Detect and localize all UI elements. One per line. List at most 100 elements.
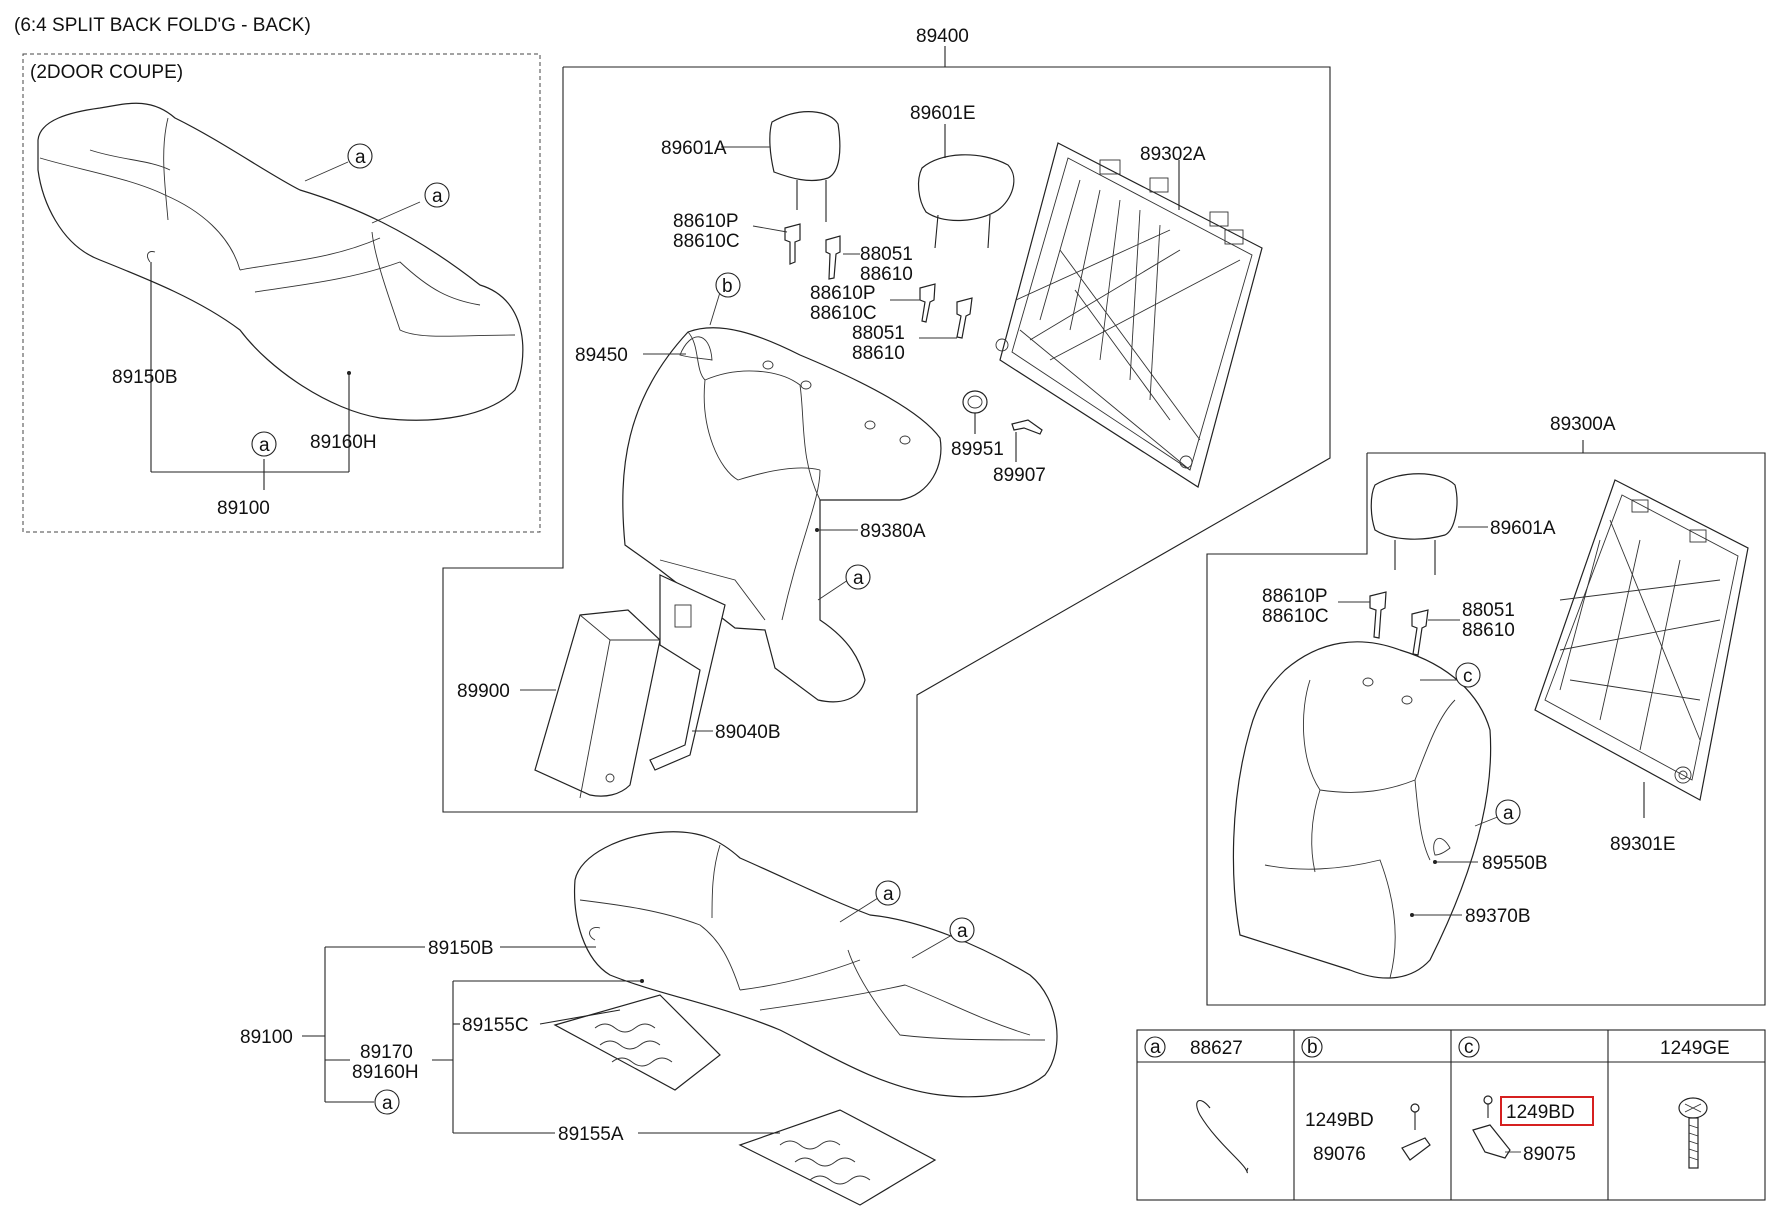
seat-cushion-drawing[interactable] <box>573 831 1058 1098</box>
seat-cushion-89100-group: a a 89150B 89100 89170 89160H a 89155C 8… <box>240 831 1058 1206</box>
legend-screw-1249BD-c[interactable]: 1249BD <box>1506 1102 1575 1123</box>
legend-callout-c-label: c <box>1464 1037 1474 1058</box>
part-label-88610-3[interactable]: 88610 <box>1462 620 1515 641</box>
part-label-88051-1[interactable]: 88051 <box>860 244 913 265</box>
bolt-89907-drawing[interactable] <box>1011 419 1043 435</box>
part-label-89155A[interactable]: 89155A <box>558 1124 624 1145</box>
coupe-seat-cushion-drawing[interactable] <box>37 102 524 421</box>
callout-a-coupe-1 <box>347 143 373 169</box>
callout-a-bottom-2-label: a <box>957 921 968 942</box>
legend-callout-c <box>1458 1036 1480 1058</box>
part-label-88610C-1[interactable]: 88610C <box>673 231 740 252</box>
callout-b-main <box>715 272 741 298</box>
part-label-89150B-coupe[interactable]: 89150B <box>112 367 178 388</box>
legend-part-1249GE[interactable]: 1249GE <box>1660 1038 1730 1059</box>
seatback-cushion-89450-drawing[interactable] <box>622 327 942 703</box>
part-label-89160H[interactable]: 89160H <box>352 1062 419 1083</box>
callout-a-bottom-3-label: a <box>382 1093 393 1114</box>
cover-89075-drawing[interactable] <box>1472 1124 1511 1159</box>
guide-clip-88610P-1[interactable] <box>784 223 801 265</box>
part-label-89160H-coupe[interactable]: 89160H <box>310 432 377 453</box>
part-label-89601A[interactable]: 89601A <box>661 138 727 159</box>
guide-clip-88051-3[interactable] <box>1411 609 1429 656</box>
cover-89076-drawing[interactable] <box>1401 1137 1431 1161</box>
part-label-89900[interactable]: 89900 <box>457 681 510 702</box>
armrest-89900-drawing[interactable] <box>534 609 661 797</box>
wire-clip-88627-drawing[interactable] <box>1196 1100 1249 1174</box>
legend-part-88627[interactable]: 88627 <box>1190 1038 1243 1059</box>
heater-pad-89155A-drawing[interactable] <box>738 1109 937 1206</box>
part-label-88610P-2[interactable]: 88610P <box>810 283 876 304</box>
legend-screw-1249BD-b[interactable]: 1249BD <box>1305 1110 1374 1131</box>
part-label-88610P-1[interactable]: 88610P <box>673 211 739 232</box>
legend-part-89076[interactable]: 89076 <box>1313 1144 1366 1165</box>
part-label-89300A[interactable]: 89300A <box>1550 414 1616 435</box>
screw-1249BD-c-drawing[interactable] <box>1483 1095 1493 1118</box>
part-label-89302A[interactable]: 89302A <box>1140 144 1206 165</box>
legend-callout-a <box>1144 1036 1166 1058</box>
callout-c-right-label: c <box>1463 666 1473 687</box>
part-label-89951[interactable]: 89951 <box>951 439 1004 460</box>
bracket-89040B-drawing[interactable] <box>649 574 726 771</box>
callout-a-main-1 <box>845 564 871 590</box>
part-label-89301E[interactable]: 89301E <box>1610 834 1676 855</box>
callout-a-coupe-3 <box>251 431 277 457</box>
part-label-88610C-3[interactable]: 88610C <box>1262 606 1329 627</box>
heater-pad-89155C-drawing[interactable] <box>553 994 721 1091</box>
part-label-89170[interactable]: 89170 <box>360 1042 413 1063</box>
callout-a-main-1-label: a <box>853 568 864 589</box>
coupe-dashed-frame <box>22 53 541 533</box>
seatback-frame-89302A-drawing[interactable] <box>995 142 1263 488</box>
part-label-89100-coupe[interactable]: 89100 <box>217 498 270 519</box>
part-label-89400[interactable]: 89400 <box>916 26 969 47</box>
diagram-title: (6:4 SPLIT BACK FOLD'G - BACK) <box>14 15 311 36</box>
legend-callout-b-label: b <box>1307 1037 1318 1058</box>
screw-1249GE-drawing[interactable] <box>1678 1097 1708 1169</box>
seatback-frame-89301E-drawing[interactable] <box>1534 479 1749 801</box>
part-label-89601A-2[interactable]: 89601A <box>1490 518 1556 539</box>
guide-clip-88051-1[interactable] <box>825 235 841 280</box>
legend-callout-b <box>1301 1036 1323 1058</box>
part-label-88610-1[interactable]: 88610 <box>860 264 913 285</box>
callout-a-bottom-2 <box>949 917 975 943</box>
part-label-89100[interactable]: 89100 <box>240 1027 293 1048</box>
guide-clip-88610P-3[interactable] <box>1369 591 1387 639</box>
part-label-89380A[interactable]: 89380A <box>860 521 926 542</box>
seatback-89300A-group: 89300A 89601A 88610P 88610C 88051 88610 … <box>1206 414 1766 1006</box>
part-label-88051-2[interactable]: 88051 <box>852 323 905 344</box>
part-label-88610P-3[interactable]: 88610P <box>1262 586 1328 607</box>
legend-part-89075[interactable]: 89075 <box>1523 1144 1576 1165</box>
part-label-89550B[interactable]: 89550B <box>1482 853 1548 874</box>
seatback-89300A-frame <box>1206 452 1766 1006</box>
part-label-88051-3[interactable]: 88051 <box>1462 600 1515 621</box>
coupe-label: (2DOOR COUPE) <box>30 62 183 83</box>
headrest-89601A-drawing[interactable] <box>769 111 841 182</box>
callout-a-coupe-2 <box>424 182 450 208</box>
headrest-89601E-drawing[interactable] <box>917 154 1015 222</box>
callout-a-right <box>1495 799 1521 825</box>
part-label-89155C[interactable]: 89155C <box>462 1015 529 1036</box>
callout-a-coupe-2-label: a <box>432 186 443 207</box>
highlight-box-1249BD <box>1500 1096 1594 1126</box>
part-label-89150B[interactable]: 89150B <box>428 938 494 959</box>
part-label-89450[interactable]: 89450 <box>575 345 628 366</box>
part-label-88610C-2[interactable]: 88610C <box>810 303 877 324</box>
seatback-89400-group: 89400 89601A 89601E <box>442 26 1331 813</box>
part-label-88610-2[interactable]: 88610 <box>852 343 905 364</box>
headrest-89601A-2-drawing[interactable] <box>1370 473 1458 540</box>
part-label-89370B[interactable]: 89370B <box>1465 906 1531 927</box>
callout-b-main-label: b <box>722 276 733 297</box>
part-label-89040B[interactable]: 89040B <box>715 722 781 743</box>
fastener-legend-table: a 88627 b 1249BD 89076 c 1249BD 89075 12… <box>1136 1029 1766 1201</box>
seatback-cushion-89550B-drawing[interactable] <box>1232 641 1492 979</box>
screw-1249BD-b-drawing[interactable] <box>1410 1103 1420 1130</box>
part-label-89907[interactable]: 89907 <box>993 465 1046 486</box>
guide-clip-88051-2[interactable] <box>956 297 973 339</box>
guide-clip-88610P-2[interactable] <box>919 283 936 323</box>
ring-89951-drawing[interactable] <box>962 390 988 414</box>
part-label-89601E[interactable]: 89601E <box>910 103 976 124</box>
legend-callout-a-label: a <box>1150 1037 1161 1058</box>
callout-a-right-label: a <box>1503 803 1514 824</box>
callout-c-right <box>1455 662 1481 688</box>
